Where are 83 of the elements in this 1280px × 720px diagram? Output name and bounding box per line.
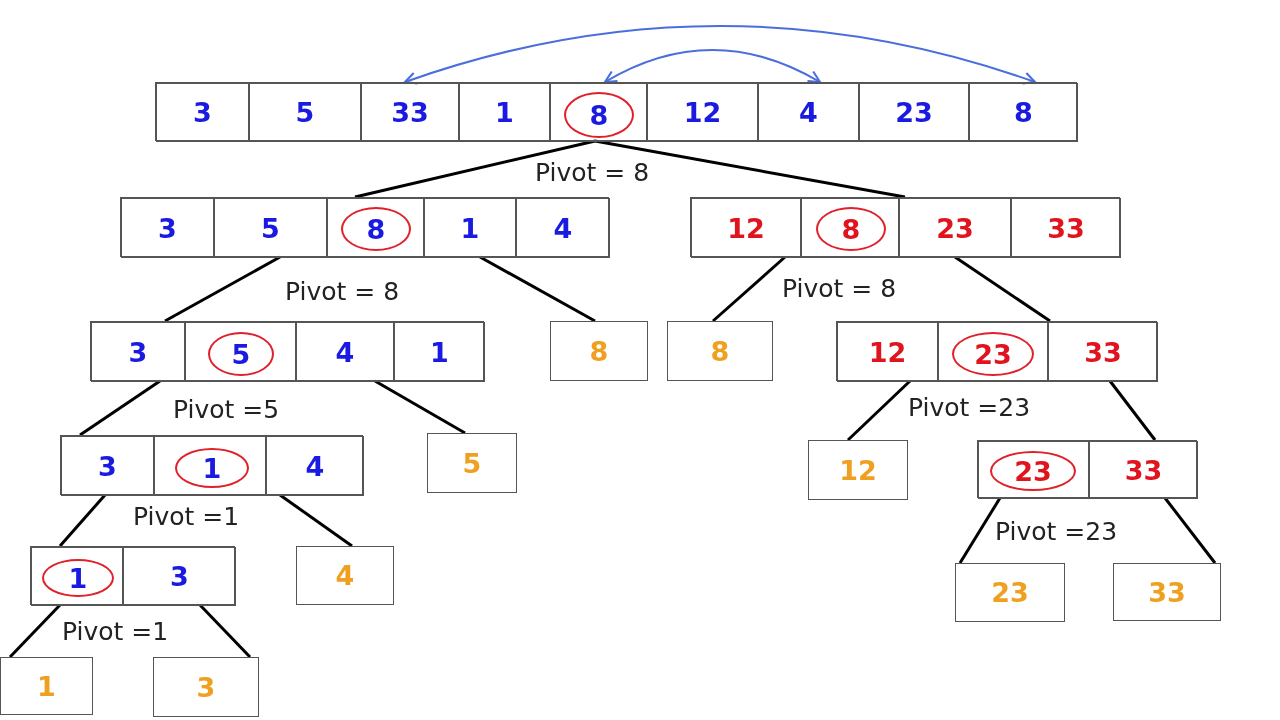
pivot-circle: 8 [341,207,411,251]
array-cell: 33 [1089,441,1198,499]
array-cell [327,198,424,258]
array-cell: 3 [91,322,185,382]
array-cell: 12 [808,440,908,500]
array-row [836,321,1157,381]
branch-line [1163,497,1217,564]
array-cell: 3 [61,436,154,496]
branch-line [374,379,466,435]
pivot-circle: 23 [952,332,1034,376]
array-cell [978,441,1089,499]
branch-line [846,379,912,442]
array-cell: 5 [427,433,517,493]
pivot-label: Pivot =23 [995,517,1118,546]
branch-line [958,497,1002,564]
array-cell: 1 [459,83,550,142]
array-row [120,197,609,257]
branch-line [164,255,281,323]
branch-line [712,255,786,323]
array-cell: 8 [550,321,648,381]
array-row [90,321,484,381]
pivot-circle: 1 [42,559,114,597]
array-cell [801,198,899,258]
pivot-circle: 8 [816,207,886,251]
pivot-label: Pivot = 8 [535,158,650,187]
array-cell: 4 [266,436,364,496]
pivot-circle: 23 [990,451,1076,491]
array-cell: 3 [123,547,236,606]
array-row [155,82,1077,141]
array-cell [550,83,647,142]
array-cell: 12 [647,83,758,142]
array-cell: 3 [153,657,259,717]
array-cell: 12 [691,198,801,258]
array-cell: 5 [249,83,361,142]
array-row [60,435,363,495]
branch-line [954,255,1051,323]
array-cell: 3 [121,198,214,258]
array-cell: 33 [361,83,459,142]
array-cell: 8 [969,83,1078,142]
array-cell [31,547,123,606]
branch-line [354,139,596,199]
branch-line [479,255,596,323]
pivot-label: Pivot =23 [908,393,1031,422]
swap-arrow [403,25,1037,85]
array-cell: 4 [516,198,610,258]
branch-line [594,139,906,199]
array-cell: 23 [859,83,969,142]
pivot-circle: 1 [175,448,249,488]
array-row [690,197,1120,257]
array-cell: 33 [1113,563,1221,621]
pivot-label: Pivot = 8 [285,277,400,306]
array-cell [154,436,266,496]
array-cell: 4 [296,322,394,382]
pivot-label: Pivot = 8 [782,274,897,303]
branch-line [198,603,252,659]
array-cell: 1 [424,198,516,258]
array-cell: 5 [214,198,327,258]
array-cell: 23 [955,563,1065,622]
array-cell [185,322,296,382]
array-cell: 1 [394,322,485,382]
array-cell: 1 [0,657,93,715]
array-cell: 33 [1011,198,1121,258]
pivot-circle: 8 [564,92,634,138]
array-cell: 4 [296,546,394,605]
array-cell: 12 [837,322,938,382]
array-cell: 4 [758,83,859,142]
branch-line [58,494,107,547]
pivot-label: Pivot =5 [173,395,280,424]
array-cell: 8 [667,321,773,381]
array-cell: 33 [1048,322,1158,382]
swap-arrow [603,49,822,84]
branch-line [8,603,62,659]
branch-line [79,379,161,437]
branch-line [1108,380,1157,441]
array-cell [938,322,1048,382]
array-row [977,440,1197,498]
pivot-label: Pivot =1 [133,502,240,531]
pivot-circle: 5 [208,332,274,376]
pivot-label: Pivot =1 [62,617,169,646]
array-row [30,546,235,605]
array-cell: 3 [156,83,249,142]
array-cell: 23 [899,198,1011,258]
branch-line [279,493,353,548]
